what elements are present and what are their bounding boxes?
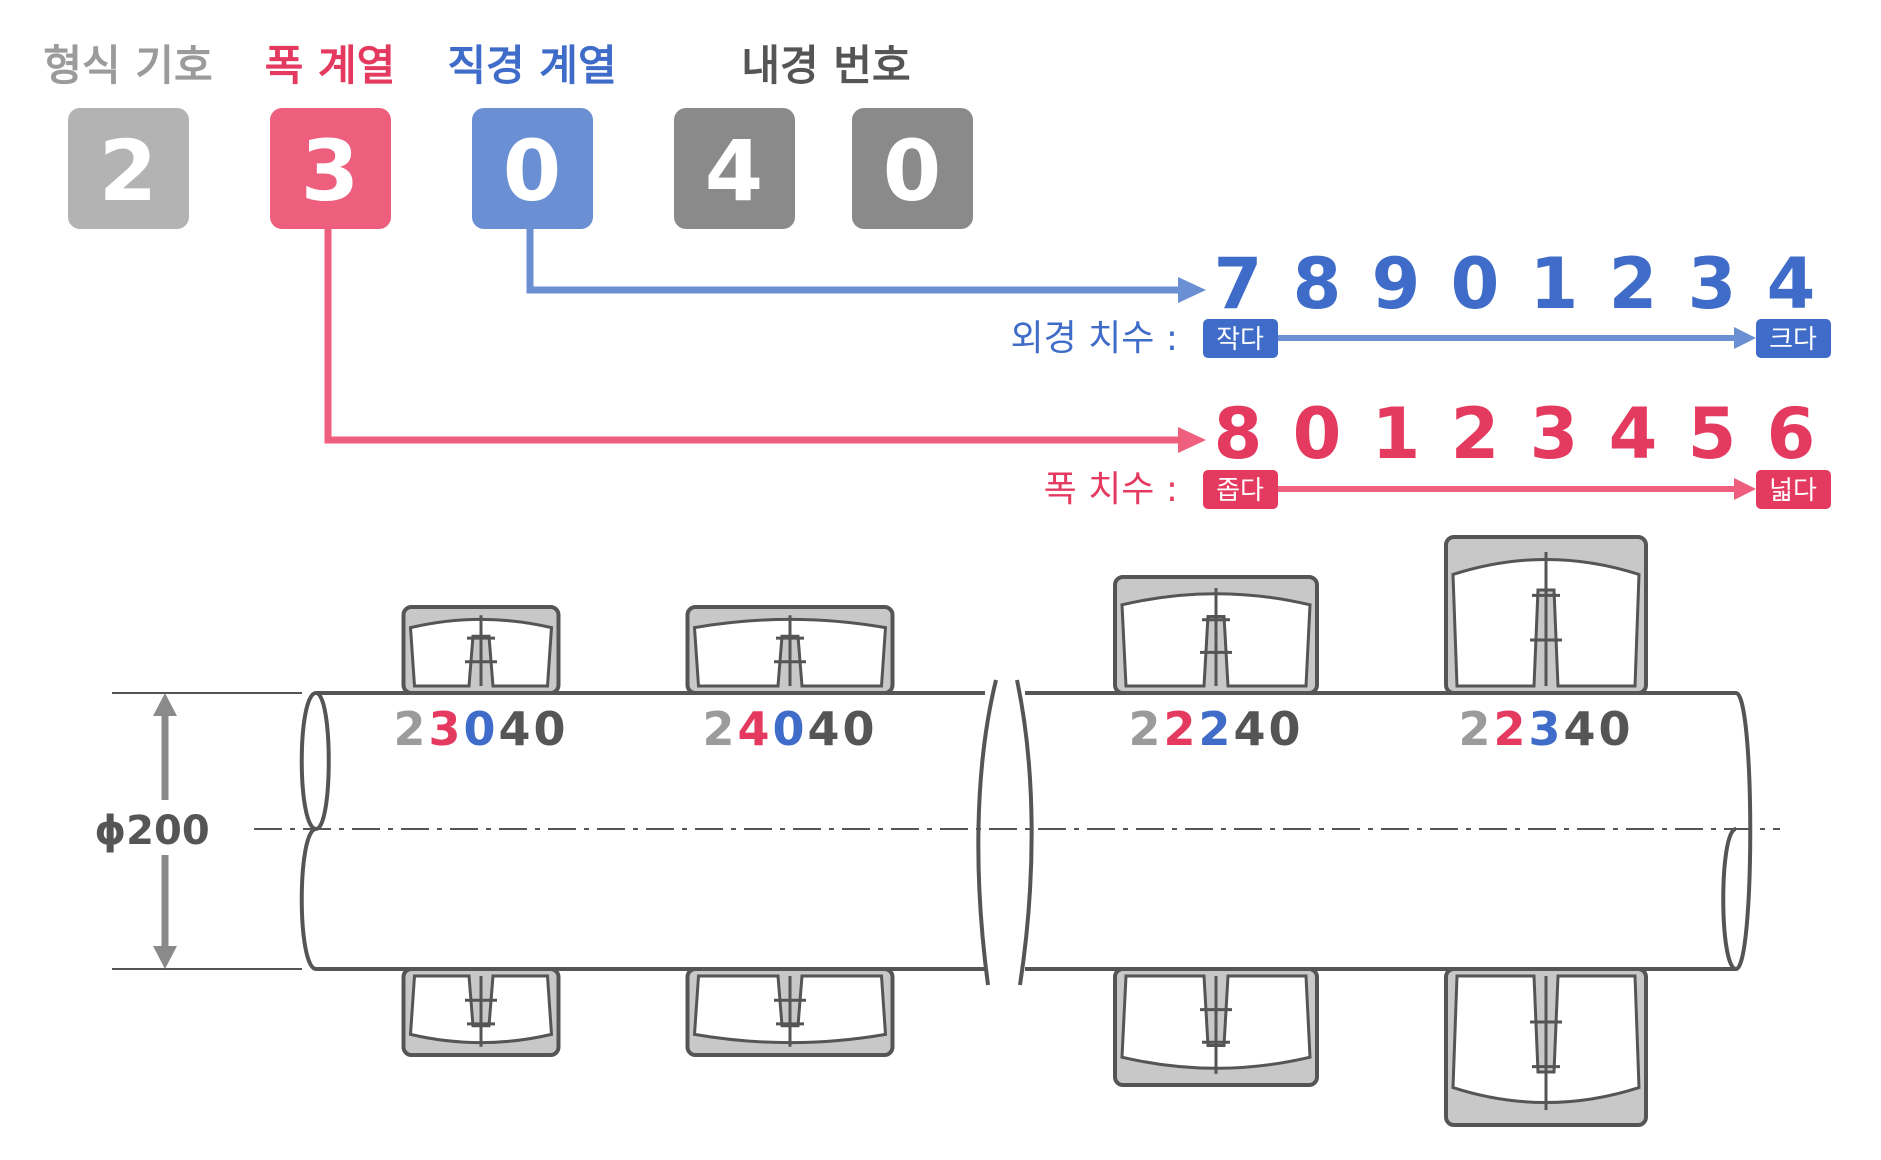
header-label-width-series: 폭 계열 (265, 41, 396, 90)
bearing-number-22240: 22240 (1128, 702, 1303, 756)
header-label-type: 형식 기호 (43, 41, 212, 90)
diameter-connector-arrowhead (1178, 277, 1206, 303)
bearings (401, 535, 1648, 1127)
diameter-digit: 7 (1214, 243, 1263, 325)
diameter-series-digits: 7 8 9 0 1 2 3 4 (1214, 243, 1816, 325)
outer-dimension-label: 외경 치수 : (1011, 318, 1179, 359)
svg-text:0: 0 (503, 122, 561, 220)
diameter-digit: 1 (1530, 243, 1579, 325)
bearing-bottom-3 (1444, 967, 1648, 1127)
bearing-top-0 (401, 605, 561, 695)
code-box-width-series: 3 (270, 108, 391, 229)
diameter-digit: 4 (1767, 243, 1816, 325)
diameter-digit: 3 (1688, 243, 1737, 325)
code-box-bore-1: 4 (674, 108, 795, 229)
width-digit: 5 (1688, 393, 1737, 475)
code-box-type: 2 (68, 108, 189, 229)
diameter-digit: 8 (1293, 243, 1342, 325)
bearing-top-3 (1444, 535, 1648, 695)
bearing-top-2 (1113, 575, 1319, 695)
svg-text:0: 0 (883, 122, 941, 220)
width-large-tag: 넓다 (1756, 470, 1831, 509)
width-digit: 0 (1293, 393, 1342, 475)
header-label-diameter-series: 직경 계열 (447, 41, 616, 90)
width-digit: 2 (1451, 393, 1500, 475)
diameter-digit: 9 (1372, 243, 1421, 325)
diameter-digit: 2 (1609, 243, 1658, 325)
bearing-number-24040: 24040 (702, 702, 877, 756)
width-digit: 1 (1372, 393, 1421, 475)
width-digit: 4 (1609, 393, 1658, 475)
diameter-large-tag: 크다 (1756, 319, 1831, 358)
bearing-top-1 (685, 605, 895, 695)
bearing-number-22340: 22340 (1458, 702, 1633, 756)
svg-text:2: 2 (99, 122, 157, 220)
width-series-digits: 8 0 1 2 3 4 5 6 (1214, 393, 1816, 475)
bearing-bottom-1 (685, 967, 895, 1057)
code-box-diameter-series: 0 (472, 108, 593, 229)
width-connector-arrowhead (1178, 427, 1206, 453)
diameter-connector-line (526, 229, 1185, 294)
diameter-dimension (112, 692, 302, 970)
diameter-scale-arrowhead (1734, 327, 1756, 349)
svg-text:4: 4 (705, 122, 763, 220)
svg-text:작다: 작다 (1216, 325, 1264, 355)
width-digit: 8 (1214, 393, 1263, 475)
bearing-bottom-0 (401, 967, 561, 1057)
bearing-bottom-2 (1113, 967, 1319, 1087)
width-digit: 6 (1767, 393, 1816, 475)
svg-text:넓다: 넓다 (1769, 476, 1817, 506)
bearing-number-23040: 23040 (393, 702, 568, 756)
width-connector-line (324, 229, 1185, 444)
code-box-bore-2: 0 (852, 108, 973, 229)
width-digit: 3 (1530, 393, 1579, 475)
width-dimension-label: 폭 치수 : (1044, 469, 1178, 510)
header-label-bore-number: 내경 번호 (741, 41, 910, 90)
width-small-tag: 좁다 (1203, 470, 1278, 509)
diameter-small-tag: 작다 (1203, 319, 1278, 358)
shaft-diameter-label: ϕ200 (94, 808, 209, 854)
svg-text:좁다: 좁다 (1216, 476, 1264, 506)
svg-text:크다: 크다 (1769, 325, 1817, 355)
diameter-digit: 0 (1451, 243, 1500, 325)
svg-text:3: 3 (301, 122, 359, 220)
width-scale-arrowhead (1734, 478, 1756, 500)
